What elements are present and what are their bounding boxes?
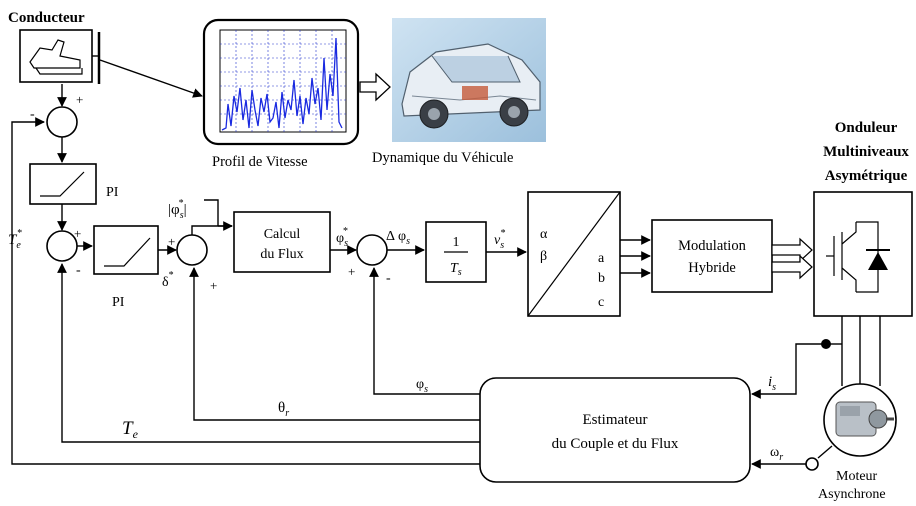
modulation-line2: Hybride <box>688 260 736 276</box>
gain-num: 1 <box>453 235 460 250</box>
motor-image <box>823 383 897 457</box>
flux-sum-minus: - <box>386 271 391 286</box>
modulation-to-inverter-arrow <box>771 237 813 263</box>
is-label: is <box>768 374 776 393</box>
vs-ref-label: vs* <box>494 228 505 251</box>
te-label: Te <box>122 418 139 441</box>
modulation-line1: Modulation <box>678 238 746 254</box>
flux-calc-line2: du Flux <box>260 247 303 262</box>
flux-calc-line1: Calcul <box>264 227 301 242</box>
angle-sum-junction <box>176 234 208 266</box>
torque-sum-minus: - <box>76 263 81 278</box>
vehicle-dynamics-label: Dynamique du Véhicule <box>372 150 513 166</box>
estimator-block <box>479 377 751 483</box>
pi-controller-speed <box>29 163 97 205</box>
speed-profile-plot <box>202 18 360 146</box>
gain-den: Ts <box>450 261 462 278</box>
inverter-line1: Onduleur <box>835 120 898 136</box>
profile-to-vehicle-arrow <box>359 72 391 102</box>
torque-sum-junction <box>46 230 78 262</box>
transform-block <box>527 191 621 317</box>
inverter-line2: Multiniveaux <box>823 144 909 160</box>
theta-r-label: θr <box>278 400 289 419</box>
pi2-label: PI <box>112 295 125 310</box>
inverter-block <box>813 191 913 317</box>
speed-profile-label: Profil de Vitesse <box>212 154 308 170</box>
inverter-line3: Asymétrique <box>825 168 908 184</box>
phi-ref-label: φs* <box>336 226 348 249</box>
te-ref-label: Te* <box>8 228 22 251</box>
delta-ref-label: δ* <box>162 270 174 290</box>
pi1-label: PI <box>106 185 119 200</box>
motor-line2: Asynchrone <box>818 487 886 502</box>
transform-a: a <box>598 251 605 266</box>
motor-line1: Moteur <box>836 469 878 484</box>
modulation-block <box>651 219 773 293</box>
torque-sum-plus: + <box>74 226 81 241</box>
phi-s-label: φs <box>416 377 428 395</box>
vehicle-image <box>392 18 546 142</box>
estimator-line1: Estimateur <box>583 412 648 428</box>
omega-label: ωr <box>770 445 783 463</box>
driver-pedal-icon <box>19 29 101 84</box>
angle-sum-plus-b: + <box>210 278 217 293</box>
driver-title: Conducteur <box>8 10 85 26</box>
transform-beta: β <box>540 249 547 264</box>
transform-b: b <box>598 271 605 286</box>
speed-sum-minus: - <box>30 107 35 122</box>
estimator-line2: du Couple et du Flux <box>552 436 679 452</box>
phi-mag-ref-label: |φs*| <box>168 198 187 221</box>
transform-c: c <box>598 295 604 310</box>
transform-alpha: α <box>540 227 548 242</box>
driver-to-profile-arrow <box>99 59 203 98</box>
angle-sum-plus-a: + <box>168 234 175 249</box>
speed-sum-junction <box>46 106 78 138</box>
speed-sensor <box>805 457 819 471</box>
flux-sum-junction <box>356 234 388 266</box>
flux-calc-block <box>233 211 331 273</box>
pi-controller-torque <box>93 225 159 275</box>
flux-sum-plus: + <box>348 264 355 279</box>
speed-sum-plus: + <box>76 92 83 107</box>
